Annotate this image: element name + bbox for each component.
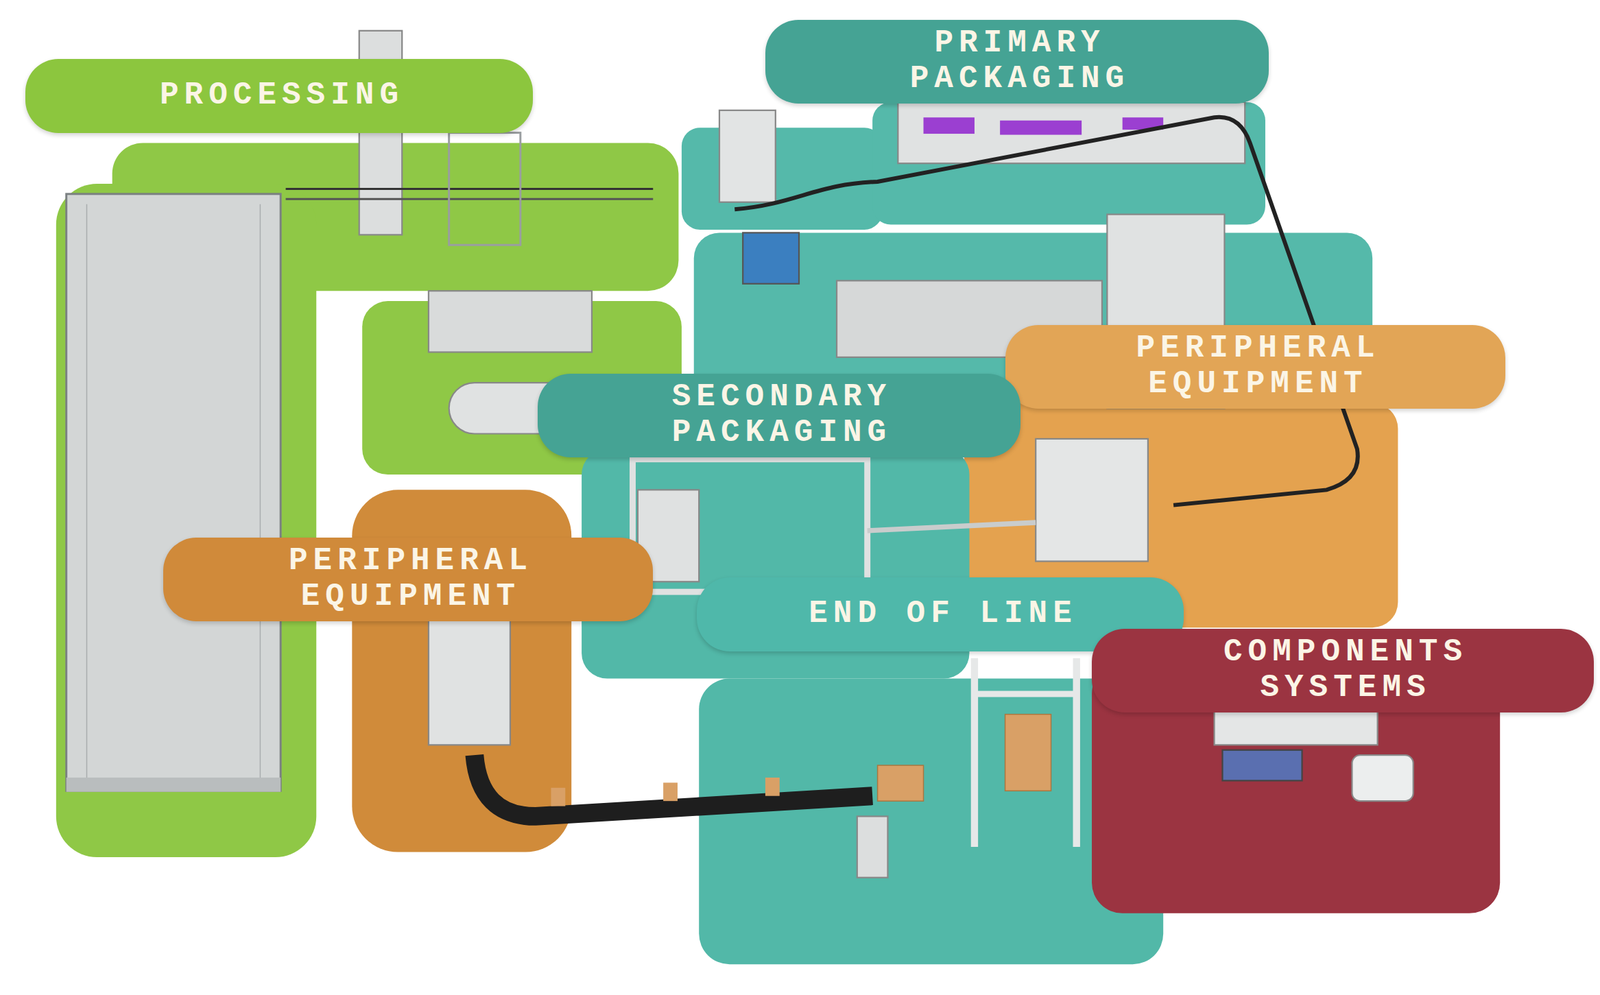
palletizer-frame (974, 690, 1077, 697)
conveyor (285, 198, 654, 201)
zone-title: PERIPHERAL EQUIPMENT (1108, 331, 1403, 402)
zone-label: PERIPHERAL EQUIPMENT (163, 537, 653, 621)
case-packer (632, 459, 867, 592)
pallet (877, 765, 924, 802)
pallet (1005, 714, 1052, 792)
oven-tunnel (66, 194, 281, 791)
palletizer-frame (1073, 658, 1081, 847)
robot (857, 816, 889, 878)
zone-title: END OF LINE (803, 596, 1078, 633)
zone-title: PRIMARY PACKAGING (870, 26, 1164, 97)
zone-title: PERIPHERAL EQUIPMENT (261, 543, 555, 615)
packaging-machine (897, 102, 1245, 164)
palletizer-frame (971, 658, 978, 847)
oven-detail (66, 777, 281, 793)
processing-zone (56, 183, 317, 858)
carton (550, 787, 566, 807)
robot-arm (1222, 750, 1302, 782)
product (999, 120, 1082, 136)
component-box (1351, 755, 1413, 802)
zone-title: COMPONENTS SYSTEMS (1196, 635, 1490, 706)
belt-conveyor (474, 755, 873, 817)
packaging-zone (681, 127, 883, 230)
peripheral-machine (1035, 438, 1149, 562)
peripheral-machine (428, 612, 511, 745)
conveyor (285, 187, 654, 190)
carton (765, 777, 780, 797)
carton (663, 782, 678, 802)
zone-label: PROCESSING (25, 58, 533, 134)
zone-label: SECONDARY PACKAGING (537, 373, 1021, 457)
conveyor (867, 522, 1037, 531)
zone-label: COMPONENTS SYSTEMS (1091, 628, 1594, 712)
product (923, 117, 975, 134)
zone-title: PROCESSING (154, 78, 404, 114)
zone-label: PERIPHERAL EQUIPMENT (1005, 325, 1506, 409)
zone-title: SECONDARY PACKAGING (632, 379, 926, 451)
control-screen (742, 232, 799, 284)
filler-machine (719, 110, 776, 203)
rack-frame (449, 133, 521, 246)
zone-label: PRIMARY PACKAGING (765, 19, 1269, 103)
oven-detail (259, 204, 261, 782)
oven-detail (86, 204, 88, 782)
process-tank (428, 290, 592, 352)
